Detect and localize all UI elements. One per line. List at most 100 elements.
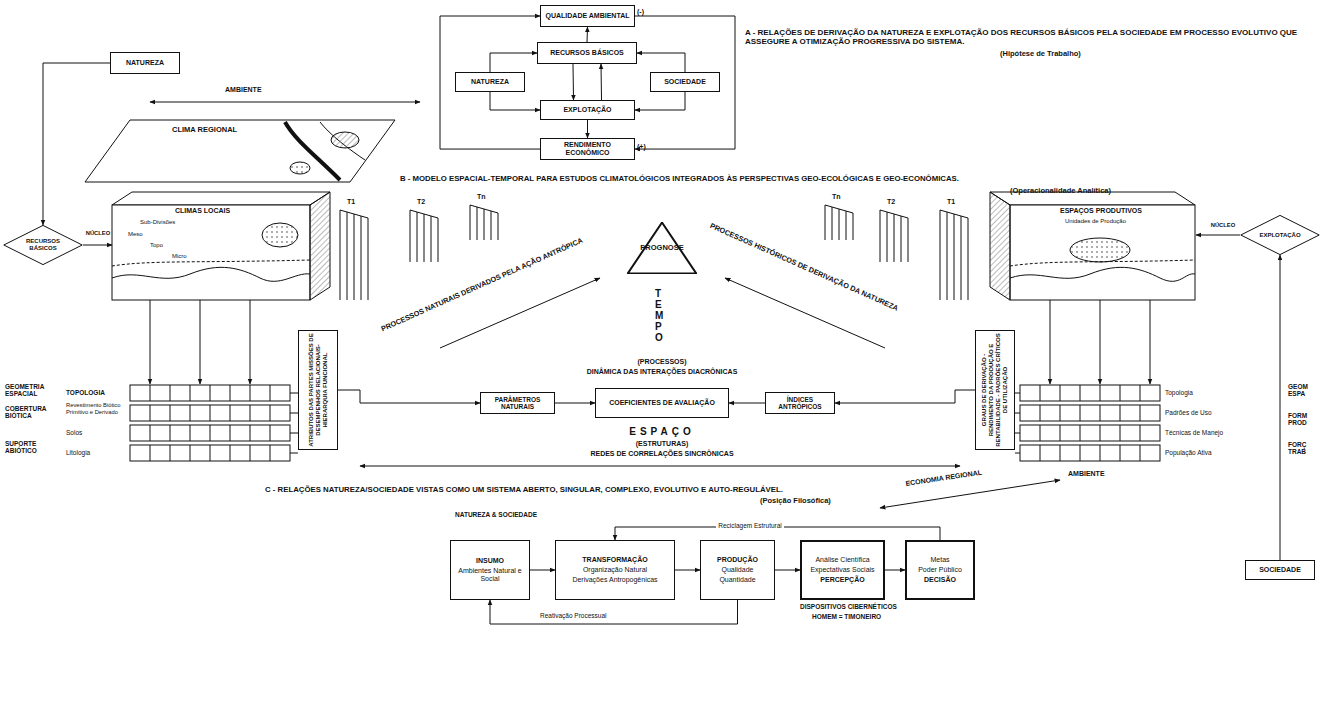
panel-side [990, 192, 1010, 300]
slab-divider [1060, 425, 1061, 441]
time-bundle-line [431, 216, 432, 262]
node-text: PRODUÇÃO [717, 556, 758, 564]
label-text: GEOM ESPA [1288, 383, 1322, 398]
label-text: Reciclagem Estrutural [716, 522, 784, 529]
prognosis-triangle: PROGNOSE [627, 222, 697, 274]
slab-divider [170, 385, 171, 401]
label-text: (ESTRUTURAS) [602, 440, 722, 448]
panel-link [250, 300, 251, 384]
connector [490, 92, 540, 110]
stratum-slab [1020, 445, 1160, 461]
slab-divider [1080, 405, 1081, 421]
time-bundle-line [477, 207, 478, 240]
label-text: TOPOLOGIA [66, 389, 128, 396]
stratum-slab [1020, 405, 1160, 421]
label-text: CLIMA REGIONAL [170, 126, 239, 135]
process-box: EXPLOTAÇÃO [540, 100, 635, 120]
label-text: Sub-Divisões [140, 219, 200, 226]
slab-divider [170, 405, 171, 421]
label-text: PROCESSOS HISTÓRICOS DE DERIVAÇÃO DA NAT… [709, 222, 932, 327]
terrain-line [1010, 267, 1195, 281]
label-text: NÚCLEO [84, 230, 112, 237]
node-text: PERCEPÇÃO [820, 576, 864, 584]
time-bundle-line [901, 216, 902, 262]
time-bundle-line [880, 210, 881, 262]
process-box: RECURSOS BÁSICOS [537, 42, 637, 64]
node-text: Poder Público [918, 566, 962, 574]
slab-divider [150, 425, 151, 441]
time-bundle-line [491, 211, 492, 240]
slab-divider [1120, 445, 1121, 461]
node-text: ATRIBUTOS DAS PARTES MISSÕES DE DESEMPEN… [308, 333, 329, 447]
label-text: A - RELAÇÕES DE DERIVAÇÃO DA NATUREZA E … [745, 28, 1315, 46]
slab-divider [1140, 425, 1141, 441]
panel-link [1050, 300, 1051, 384]
time-bundle-line [961, 216, 962, 300]
label-text: REDES DE CORRELAÇÕES SINCRÔNICAS [552, 450, 772, 458]
label-text: NÚCLEO [1208, 222, 1238, 229]
node-text: Quantidade [719, 576, 755, 584]
slab-divider [1040, 385, 1041, 401]
slab-divider [170, 445, 171, 461]
time-bundle-line [368, 218, 369, 300]
connector [587, 27, 589, 42]
label-text: Padrões de Uso [1165, 409, 1245, 416]
time-bundle-line [940, 210, 968, 218]
node-text: Análise Científica [815, 556, 869, 564]
label-text: CLIMAS LOCAIS [175, 207, 255, 215]
label-text: HOMEM = TIMONEIRO [812, 613, 912, 620]
node-text: EXPLOTAÇÃO [1259, 232, 1300, 239]
time-bundle-line [470, 205, 498, 213]
node-text: RENDIMENTO ECONÔMICO [544, 141, 631, 157]
panel-top [112, 192, 330, 205]
nucleus-arrow [83, 245, 112, 246]
time-bundle-line [887, 212, 888, 262]
node-text: PARÂMETROS NATURAIS [484, 396, 551, 411]
process-box: Análise CientíficaExpectativas SociaisPE… [800, 540, 885, 600]
map-feature [1070, 238, 1130, 262]
node-text: EXPLOTAÇÃO [563, 106, 611, 114]
time-bundle-line [846, 211, 847, 240]
connector [338, 390, 480, 403]
label-text: (Operacionalidade Analítica) [1010, 187, 1160, 196]
label-text: T1 [347, 198, 367, 206]
slab-divider [230, 385, 231, 401]
process-box: NATUREZA [110, 52, 180, 74]
time-bundle-line [498, 213, 499, 240]
node-text: DECISÃO [924, 576, 956, 584]
regional-climate-plane [85, 120, 395, 182]
stratum-slab [1020, 385, 1160, 401]
time-bundle-line [825, 205, 853, 213]
process-box: MetasPoder PúblicoDECISÃO [905, 540, 975, 600]
connector [635, 92, 685, 110]
node-text: Expectativas Sociais [810, 566, 874, 574]
label-text: ECONOMIA REGIONAL [905, 463, 1020, 488]
node-text: PROGNOSE [640, 244, 683, 253]
panel-link [1150, 300, 1151, 384]
slab-link [290, 413, 298, 414]
slab-divider [1120, 405, 1121, 421]
label-text: ESPAÇO [592, 426, 732, 438]
connector [587, 120, 588, 138]
label-text: COBERTURA BIÓTICA [5, 405, 63, 420]
nucleus-arrow [1196, 235, 1240, 236]
slab-divider [1080, 425, 1081, 441]
label-text: Micro [172, 253, 202, 260]
time-bundle-line [484, 209, 485, 240]
node-text: Qualidade [722, 566, 754, 574]
label-text: Reativação Processual [540, 612, 630, 619]
label-text: PROCESSOS NATURAIS DERIVADOS PELA AÇÃO A… [380, 224, 614, 334]
time-bundle-line [410, 210, 438, 218]
slab-divider [210, 445, 211, 461]
slab-divider [1100, 405, 1101, 421]
time-bundle-line [340, 210, 341, 300]
process-box: INSUMOAmbientes Natural e Social [450, 540, 530, 600]
slab-divider [150, 445, 151, 461]
label-text: Meso [128, 231, 158, 238]
time-bundle-line [894, 214, 895, 262]
stratum-slab [130, 425, 290, 441]
process-box: PRODUÇÃO QualidadeQuantidade [700, 540, 775, 600]
slab-divider [270, 445, 271, 461]
connector [490, 600, 738, 624]
